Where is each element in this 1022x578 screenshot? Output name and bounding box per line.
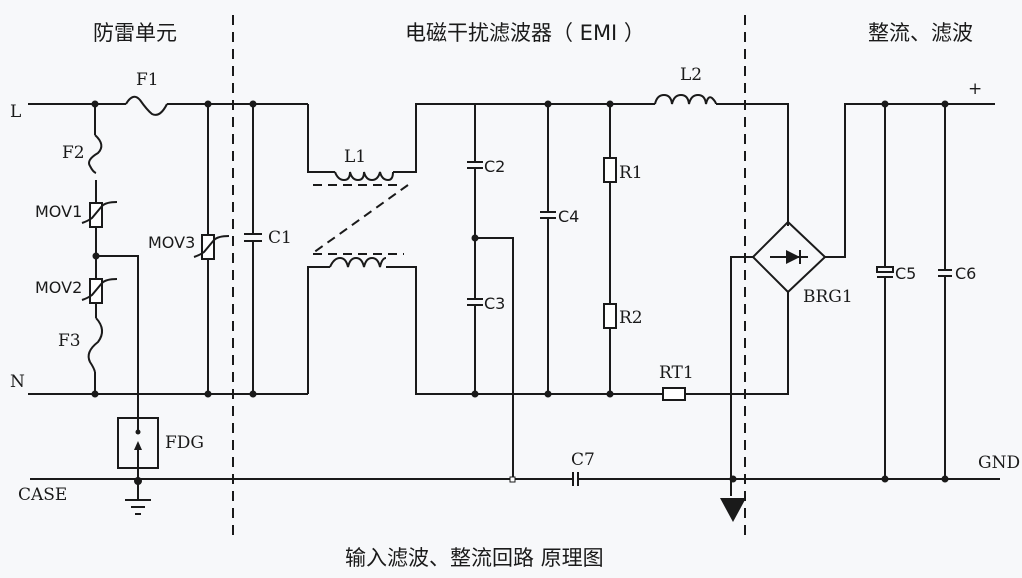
junction	[881, 100, 889, 108]
bridge-rectifier-BRG1: BRG1	[751, 220, 853, 307]
thermistor-RT1: RT1	[659, 292, 789, 401]
junction	[941, 100, 949, 108]
inductor-L2: L2	[654, 65, 789, 226]
capacitor-C1: C1	[244, 104, 292, 394]
c2-c3-midpoint-wire	[475, 237, 514, 480]
net-label-positive: +	[968, 79, 982, 99]
inductor-icon	[334, 171, 394, 182]
label-F3: F3	[58, 331, 81, 351]
label-MOV1: MOV1	[35, 202, 82, 221]
section-header-emi: 电磁干扰滤波器（ EMI ）	[405, 21, 645, 45]
chassis-ground-icon	[720, 498, 746, 522]
section-header-rect: 整流、滤波	[868, 21, 973, 45]
junction	[509, 476, 516, 483]
label-C7: C7	[571, 450, 595, 470]
fuse-F1: F1	[125, 70, 168, 116]
gas-discharge-tube-FDG: FDG	[117, 417, 204, 480]
capacitor-C4: C4	[540, 104, 579, 394]
capacitor-C5: C5	[876, 104, 916, 479]
label-MOV3: MOV3	[148, 233, 195, 252]
fuse-F2: F2	[62, 104, 103, 203]
label-C5: C5	[895, 264, 916, 283]
fdg-wire	[96, 255, 139, 420]
capacitor-C6: C6	[938, 104, 976, 479]
label-F2: F2	[62, 143, 85, 163]
resistor-icon	[603, 157, 617, 183]
varistor-MOV1: MOV1	[35, 201, 118, 256]
resistor-icon	[603, 303, 617, 329]
varistor-MOV2: MOV2	[35, 256, 118, 318]
label-FDG: FDG	[165, 433, 204, 453]
common-mode-choke-L1: L1	[307, 103, 685, 395]
capacitor-C7: C7	[555, 450, 595, 486]
junction	[881, 475, 889, 483]
label-BRG1: BRG1	[803, 287, 853, 307]
positive-rail-wire	[825, 103, 995, 258]
fuse-icon	[87, 317, 103, 373]
label-C1: C1	[268, 228, 292, 248]
inductor-icon	[654, 93, 717, 105]
junction	[606, 390, 614, 398]
net-label-neutral: N	[10, 372, 25, 392]
capacitor-icon	[876, 266, 894, 273]
thermistor-icon	[662, 387, 686, 401]
bridge-negative-wire	[730, 256, 753, 496]
capacitor-C3: C3	[467, 238, 505, 394]
label-MOV2: MOV2	[35, 278, 82, 297]
label-L2: L2	[680, 65, 702, 85]
junction	[941, 475, 949, 483]
label-RT1: RT1	[659, 363, 694, 383]
net-label-ground: GND	[978, 453, 1020, 473]
label-C2: C2	[484, 157, 505, 176]
earth-ground-icon	[125, 481, 151, 515]
junction	[544, 390, 552, 398]
label-C4: C4	[558, 207, 579, 226]
section-header-surge: 防雷单元	[93, 21, 177, 45]
label-C6: C6	[955, 264, 976, 283]
label-C3: C3	[484, 294, 505, 313]
varistor-MOV3: MOV3	[148, 104, 230, 394]
net-label-case: CASE	[18, 485, 67, 505]
resistor-R2: R2	[603, 303, 643, 394]
fuse-F3: F3	[58, 317, 103, 394]
capacitor-C2: C2	[467, 104, 505, 238]
bridge-rectifier-icon	[751, 220, 827, 294]
net-label-line: L	[10, 102, 21, 122]
junction	[729, 475, 737, 483]
diagram-caption: 输入滤波、整流回路 原理图	[345, 546, 604, 570]
label-F1: F1	[136, 70, 159, 90]
fuse-icon	[88, 134, 103, 174]
fuse-icon	[125, 95, 168, 116]
label-R1: R1	[619, 163, 643, 183]
label-R2: R2	[619, 308, 643, 328]
resistor-R1: R1	[603, 104, 643, 304]
junction	[471, 390, 479, 398]
label-L1: L1	[344, 147, 366, 167]
inductor-icon	[329, 256, 387, 268]
